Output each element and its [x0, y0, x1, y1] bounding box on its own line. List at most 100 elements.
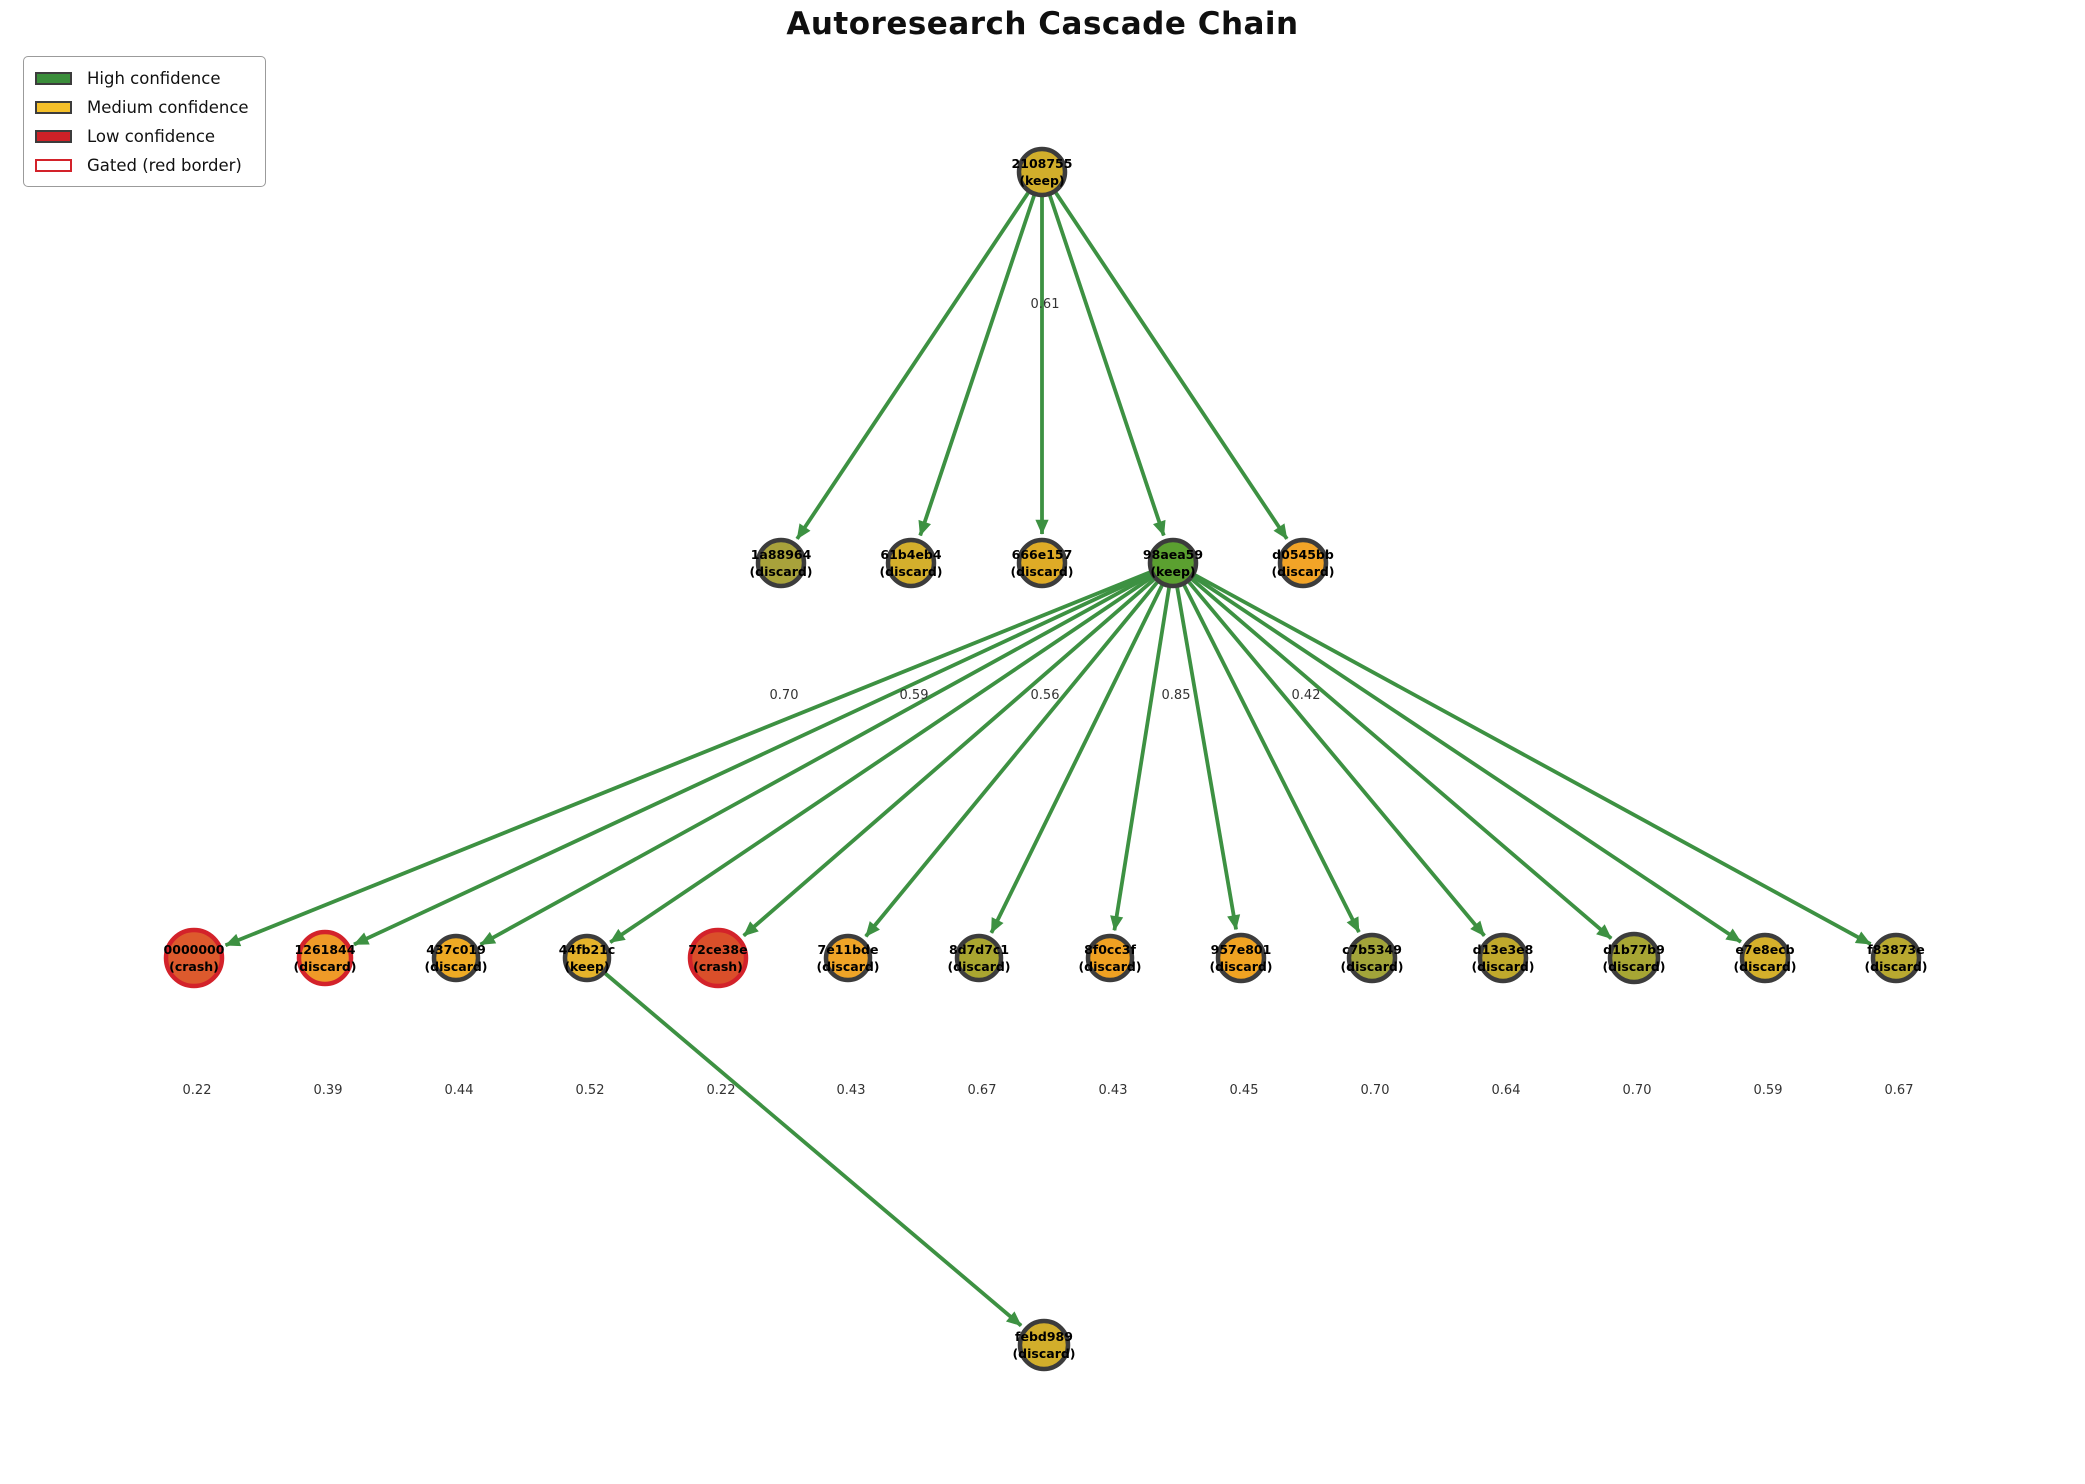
legend-label: High confidence [87, 68, 221, 88]
chart-title: Autoresearch Cascade Chain [786, 6, 1299, 42]
legend-swatch-gated [35, 158, 72, 172]
score-label-d1b77b9: 0.70 [1623, 1083, 1652, 1098]
edge-98aea59-1261844 [353, 571, 1152, 947]
node-id-label-98aea59: 98aea59 [1143, 547, 1203, 562]
node-id-label-1a88964: 1a88964 [751, 547, 812, 562]
score-label-d13e3e8: 0.64 [1492, 1083, 1521, 1098]
legend-item-high-confidence: High confidence [35, 67, 249, 89]
score-label-8f0cc3f: 0.43 [1099, 1083, 1128, 1098]
score-label-7e11bde: 0.43 [837, 1083, 866, 1098]
node-action-label-8d7d7c1: (discard) [947, 959, 1010, 974]
node-action-label-d0545bb: (discard) [1271, 564, 1334, 579]
edge-98aea59-c7b5349 [1182, 584, 1361, 933]
node-id-label-f83873e: f83873e [1867, 942, 1924, 957]
node-action-label-98aea59: (keep) [1150, 564, 1195, 579]
edge-2108755-98aea59 [1048, 195, 1166, 537]
legend-label: Medium confidence [87, 97, 249, 117]
edge-98aea59-0000000 [224, 570, 1151, 948]
graph-node-febd989 [1017, 1318, 1071, 1372]
score-label-e7e8ecb: 0.59 [1754, 1083, 1783, 1098]
graph-node-666e157 [1016, 537, 1068, 589]
graph-node-44fb21c [562, 933, 612, 983]
graph-node-8d7d7c1 [954, 933, 1004, 983]
graph-node-437c019 [431, 933, 481, 983]
node-action-label-f83873e: (discard) [1864, 959, 1927, 974]
node-id-label-61b4eb4: 61b4eb4 [880, 547, 941, 562]
score-label-72ce38e: 0.22 [707, 1083, 736, 1098]
node-action-label-8f0cc3f: (discard) [1078, 959, 1141, 974]
graph-node-61b4eb4 [885, 537, 937, 589]
graph-node-1261844 [296, 929, 354, 987]
node-action-label-febd989: (discard) [1012, 1346, 1075, 1361]
node-id-label-72ce38e: 72ce38e [688, 942, 747, 957]
legend-swatch-high-confidence [35, 71, 72, 85]
graph-node-d1b77b9 [1607, 931, 1661, 985]
edge-98aea59-8d7d7c1 [989, 584, 1164, 934]
node-id-label-8d7d7c1: 8d7d7c1 [949, 942, 1009, 957]
node-action-label-1a88964: (discard) [749, 564, 812, 579]
score-label-c7b5349: 0.70 [1361, 1083, 1390, 1098]
edge-98aea59-957e801 [1175, 587, 1241, 931]
legend-swatch-medium-confidence [35, 100, 72, 114]
node-action-label-e7e8ecb: (discard) [1733, 959, 1796, 974]
node-action-label-72ce38e: (crash) [693, 959, 743, 974]
score-label-957e801: 0.45 [1230, 1083, 1259, 1098]
edge-2108755-61b4eb4 [918, 195, 1036, 537]
edge-98aea59-8f0cc3f [1110, 587, 1171, 932]
legend-label: Gated (red border) [87, 155, 242, 175]
node-action-label-1261844: (discard) [293, 959, 356, 974]
legend-item-gated: Gated (red border) [35, 154, 249, 176]
edge-98aea59-d1b77b9 [1190, 577, 1613, 940]
edge-98aea59-437c019 [479, 573, 1153, 947]
node-action-label-7e11bde: (discard) [816, 959, 879, 974]
node-id-label-44fb21c: 44fb21c [559, 942, 616, 957]
score-label-44fb21c: 0.52 [576, 1083, 605, 1098]
graph-node-c7b5349 [1346, 932, 1398, 984]
node-action-label-d13e3e8: (discard) [1471, 959, 1534, 974]
node-action-label-c7b5349: (discard) [1340, 959, 1403, 974]
node-id-label-7e11bde: 7e11bde [818, 942, 879, 957]
edge-2108755-d0545bb [1054, 191, 1289, 540]
score-label-d0545bb: 0.42 [1292, 688, 1321, 703]
node-action-label-61b4eb4: (discard) [879, 564, 942, 579]
score-label-98aea59: 0.85 [1162, 688, 1191, 703]
score-label-8d7d7c1: 0.67 [968, 1083, 997, 1098]
edge-98aea59-f83873e [1194, 573, 1872, 946]
score-label-666e157: 0.56 [1031, 688, 1060, 703]
score-label-1a88964: 0.70 [770, 688, 799, 703]
node-id-label-957e801: 957e801 [1211, 942, 1272, 957]
legend-swatch-low-confidence [35, 129, 72, 143]
node-id-label-e7e8ecb: e7e8ecb [1735, 942, 1794, 957]
edge-44fb21c-febd989 [604, 972, 1023, 1328]
node-id-label-666e157: 666e157 [1012, 547, 1073, 562]
graph-node-72ce38e [687, 927, 749, 989]
graph-node-d13e3e8 [1477, 932, 1529, 984]
graph-node-957e801 [1215, 932, 1267, 984]
node-id-label-1261844: 1261844 [295, 942, 356, 957]
node-action-label-d1b77b9: (discard) [1602, 959, 1665, 974]
edge-98aea59-d13e3e8 [1187, 580, 1486, 937]
node-action-label-957e801: (discard) [1209, 959, 1272, 974]
legend-item-low-confidence: Low confidence [35, 125, 249, 147]
score-label-0000000: 0.22 [183, 1083, 212, 1098]
score-label-437c019: 0.44 [445, 1083, 474, 1098]
score-label-f83873e: 0.67 [1885, 1083, 1914, 1098]
graph-node-8f0cc3f [1085, 933, 1135, 983]
node-id-label-d0545bb: d0545bb [1272, 547, 1334, 562]
node-action-label-0000000: (crash) [169, 959, 219, 974]
node-id-label-d1b77b9: d1b77b9 [1603, 942, 1665, 957]
score-label-2108755: 0.61 [1031, 297, 1060, 312]
node-action-label-437c019: (discard) [424, 959, 487, 974]
node-action-label-2108755: (keep) [1019, 173, 1064, 188]
score-label-61b4eb4: 0.59 [900, 688, 929, 703]
node-id-label-2108755: 2108755 [1012, 156, 1073, 171]
graph-node-f83873e [1870, 932, 1922, 984]
node-id-label-437c019: 437c019 [426, 942, 486, 957]
edge-98aea59-e7e8ecb [1192, 575, 1742, 944]
edge-98aea59-7e11bde [864, 581, 1159, 938]
legend-label: Low confidence [87, 126, 216, 146]
node-id-label-c7b5349: c7b5349 [1342, 942, 1402, 957]
graph-node-d0545bb [1277, 537, 1329, 589]
